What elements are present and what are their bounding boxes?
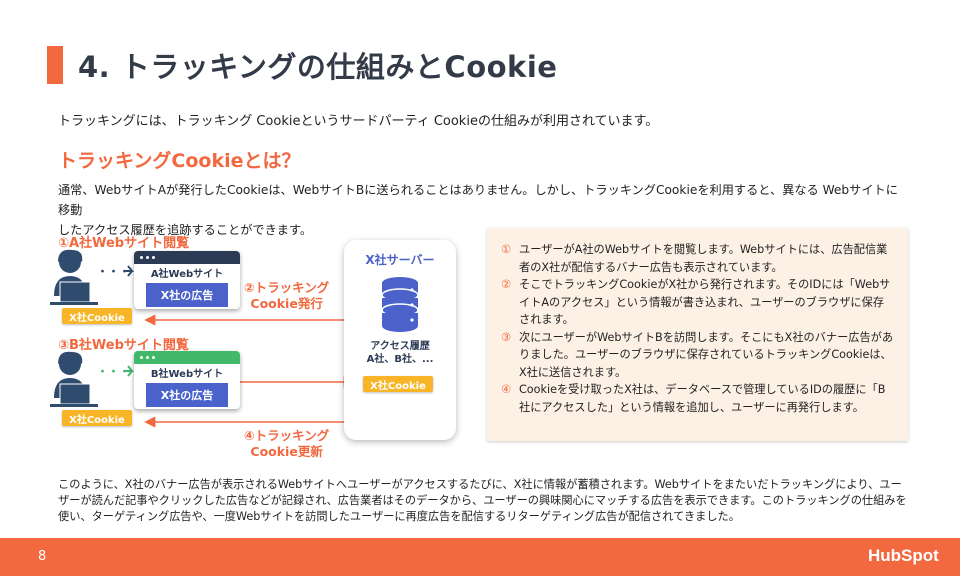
explanation-paragraph: 通常、WebサイトAが発行したCookieは、WebサイトBに送られることはあり… bbox=[58, 180, 908, 240]
info-number: ① bbox=[501, 243, 512, 256]
step4-line: Cookie更新 bbox=[250, 444, 323, 459]
section-heading: トラッキングCookieとは？ bbox=[58, 150, 301, 172]
banner-ad: X社の広告 bbox=[146, 283, 228, 307]
browser-titlebar bbox=[134, 351, 240, 364]
user-icon bbox=[50, 249, 98, 305]
cookie-tag: X社Cookie bbox=[363, 376, 433, 392]
info-item: ② そこでトラッキングCookieがX社から発行されます。そのIDには「Webサイ… bbox=[501, 276, 894, 329]
database-icon bbox=[381, 277, 419, 332]
info-text: そこでトラッキングCookieがX社から発行されます。そのIDには「Webサイト… bbox=[519, 278, 891, 326]
info-number: ④ bbox=[501, 383, 512, 396]
history-line: アクセス履歴 bbox=[370, 341, 430, 352]
site-name: B社Webサイト bbox=[150, 369, 224, 380]
summary-paragraph: このように、X社のバナー広告が表示されるWebサイトへユーザーがアクセスするたび… bbox=[58, 478, 907, 523]
step2-label: ②トラッキング Cookie発行 bbox=[244, 280, 329, 312]
banner-ad: X社の広告 bbox=[146, 383, 228, 407]
cookie-tag: X社Cookie bbox=[62, 308, 132, 324]
dots-a: ・・・ bbox=[97, 265, 130, 278]
user-icon bbox=[50, 351, 98, 407]
history-line: A社、B社、... bbox=[366, 354, 434, 365]
paragraph-line: 通常、WebサイトAが発行したCookieは、WebサイトBに送られることはあり… bbox=[58, 183, 898, 217]
step4-label: ④トラッキング Cookie更新 bbox=[244, 428, 329, 460]
info-number: ③ bbox=[501, 330, 512, 344]
slide-title: 4. トラッキングの仕組みとCookie bbox=[78, 50, 558, 84]
steps-explanation-box: ① ユーザーがA社のWebサイトを閲覧します。Webサイトには、広告配信業者のX社… bbox=[487, 228, 908, 441]
step2-line: ②トラッキング bbox=[244, 280, 330, 295]
paragraph-line: したアクセス履歴を追跡することができます。 bbox=[58, 223, 313, 237]
browser-site-b: B社Webサイト X社の広告 bbox=[134, 351, 240, 409]
cookie-tag: X社Cookie bbox=[62, 410, 132, 426]
info-text: 次にユーザーがWebサイトBを訪問します。そこにもX社のバナー広告がありました。… bbox=[519, 330, 894, 379]
server-panel: X社サーバー アクセス履歴 A社、B社、... bbox=[344, 240, 456, 440]
page-number: 8 bbox=[38, 549, 47, 564]
server-title: X社サーバー bbox=[365, 253, 435, 267]
step2-line: Cookie発行 bbox=[250, 296, 323, 311]
info-item: ④ Cookieを受け取ったX社は、データベースで管理しているIDの履歴に「B社に… bbox=[501, 381, 894, 416]
browser-titlebar bbox=[134, 251, 240, 264]
browse-arrow-b bbox=[125, 365, 135, 377]
browse-arrow-a bbox=[125, 265, 135, 277]
dots-b: ・・・ bbox=[97, 365, 130, 378]
browser-site-a: A社Webサイト X社の広告 bbox=[134, 251, 240, 309]
info-text: Cookieを受け取ったX社は、データベースで管理しているIDの履歴に「B社にア… bbox=[519, 383, 886, 414]
site-name: A社Webサイト bbox=[150, 269, 224, 280]
step1-label: ①A社Webサイト閲覧 bbox=[58, 236, 190, 251]
intro-text: トラッキングには、トラッキング Cookieというサードパーティ Cookieの… bbox=[58, 114, 659, 129]
access-history: アクセス履歴 A社、B社、... bbox=[344, 340, 456, 366]
info-item: ① ユーザーがA社のWebサイトを閲覧します。Webサイトには、広告配信業者のX社… bbox=[501, 241, 894, 276]
info-text: ユーザーがA社のWebサイトを閲覧します。Webサイトには、広告配信業者のX社が… bbox=[519, 243, 888, 274]
title-accent-bar bbox=[47, 46, 63, 84]
footer-bar: 8 HubSpot bbox=[0, 538, 960, 576]
info-item: ③ 次にユーザーがWebサイトBを訪問します。そこにもX社のバナー広告がありました… bbox=[501, 329, 894, 382]
step3-label: ③B社Webサイト閲覧 bbox=[58, 338, 189, 353]
step4-line: ④トラッキング bbox=[244, 428, 330, 443]
info-number: ② bbox=[501, 278, 512, 291]
hubspot-logo: HubSpot bbox=[868, 546, 939, 565]
